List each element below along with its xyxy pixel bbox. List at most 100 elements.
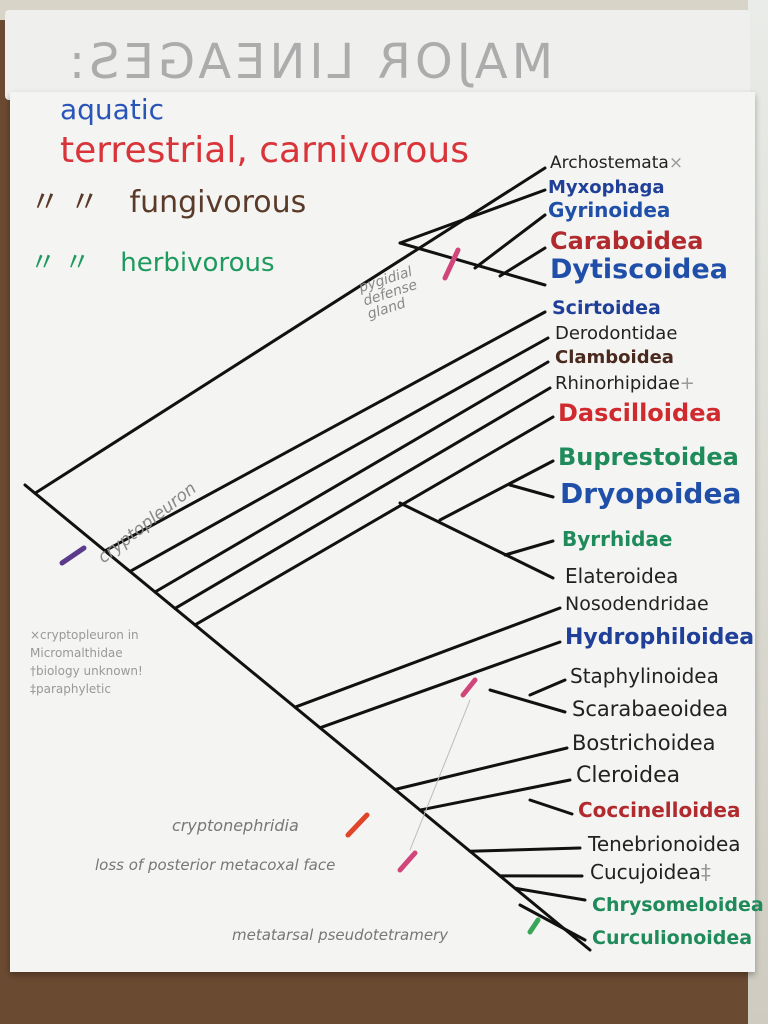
- ditto-marks: 〃 〃: [30, 248, 91, 278]
- trait-mark-pygidial-gland: [442, 247, 461, 281]
- taxon-label: Dascilloidea: [558, 401, 722, 425]
- taxon-label: Caraboidea: [550, 229, 703, 253]
- footnote: ×cryptopleuron in Micromalthidae: [30, 628, 139, 660]
- taxon-name: Dascilloidea: [558, 398, 722, 427]
- trait-mark-metacoxal-face: [397, 850, 418, 873]
- footnote: †biology unknown!: [30, 664, 143, 678]
- branch-derodontidae: [128, 336, 550, 573]
- branch-dytiscoidea: [398, 241, 547, 287]
- taxon-label: Dryopoidea: [560, 480, 741, 508]
- taxon-label: Curculionoidea: [592, 926, 753, 949]
- taxon-label: Byrrhidae: [562, 529, 672, 549]
- taxon-name: Cleroidea: [576, 762, 681, 788]
- branch-byrrhidae: [503, 539, 555, 557]
- branch-buprestoidea: [438, 459, 555, 522]
- trait-mark-clade: [460, 677, 478, 698]
- branch-scarabaeoidea: [488, 688, 567, 714]
- taxon-name: Scarabaeoidea: [572, 697, 729, 722]
- taxon-label: Archostemata×: [550, 152, 684, 173]
- taxon-label: Dytiscoidea: [550, 256, 728, 283]
- taxon-name: Coccinelloidea: [578, 798, 741, 822]
- footnotes: ×cryptopleuron in Micromalthidae †biolog…: [30, 626, 160, 698]
- taxon-name: Scirtoidea: [552, 296, 661, 319]
- taxon-name: Buprestoidea: [558, 442, 739, 471]
- taxon-name: Caraboidea: [550, 226, 704, 255]
- previous-sheet: MAJOR LINEAGES:: [5, 10, 750, 100]
- taxon-label: Cleroidea: [576, 762, 681, 788]
- branch-bostrichoidea: [393, 746, 569, 792]
- taxon-label: Derodontidae: [555, 325, 677, 343]
- taxon-label: Myxophaga: [548, 179, 665, 197]
- taxon-name: Elateroidea: [565, 564, 679, 588]
- legend-item: aquatic: [30, 96, 164, 124]
- taxon-label: Gyrinoidea: [548, 200, 670, 220]
- annotation-pseudotetramery: metatarsal pseudotetramery: [232, 926, 449, 944]
- taxon-name: Curculionoidea: [592, 926, 753, 949]
- branch-nosodendridae: [293, 606, 562, 709]
- taxon-label: Tenebrionoidea: [588, 834, 741, 854]
- taxon-label: Staphylinoidea: [570, 666, 719, 686]
- ditto-marks: 〃 〃: [30, 185, 100, 220]
- legend-label: herbivorous: [120, 248, 275, 278]
- taxon-label: Buprestoidea: [558, 445, 739, 469]
- taxon-label: Chrysomeloidea: [592, 893, 764, 916]
- taxon-label: Elateroidea: [565, 566, 678, 586]
- trait-mark-pseudotetramery: [527, 917, 541, 935]
- dashed-connector: [409, 699, 471, 851]
- taxon-label: Nosodendridae: [565, 592, 709, 615]
- taxon-label: Scirtoidea: [552, 296, 661, 319]
- taxon-name: Dryopoidea: [560, 477, 742, 511]
- taxon-name: Staphylinoidea: [570, 664, 719, 688]
- taxon-label: Coccinelloidea: [578, 800, 740, 820]
- footnote-mark: ‡: [700, 860, 711, 884]
- taxon-label: Scarabaeoidea: [572, 699, 728, 720]
- taxon-label: Cucujoidea‡: [590, 862, 711, 882]
- taxon-name: Dytiscoidea: [550, 253, 728, 285]
- taxon-name: Nosodendridae: [565, 592, 709, 615]
- taxon-name: Cucujoidea: [590, 860, 701, 884]
- flipchart-sheet: [10, 92, 755, 972]
- legend-item: terrestrial, carnivorous: [30, 133, 469, 169]
- branch-myxophaga: [398, 188, 547, 245]
- footnote: ‡paraphyletic: [30, 682, 111, 696]
- taxon-name: Myxophaga: [548, 177, 665, 199]
- taxon-label: Rhinorhipidae+: [555, 375, 695, 393]
- trait-mark-cryptonephridia: [345, 812, 370, 838]
- branch-tenebrionoidea: [468, 846, 582, 853]
- branch-caraboidea: [498, 246, 547, 278]
- branch-gyrinoidea: [473, 213, 547, 270]
- footnote-mark: ×: [668, 152, 684, 173]
- taxon-name: Rhinorhipidae: [555, 373, 680, 395]
- legend-label: aquatic: [60, 93, 164, 126]
- branch-elateroidea: [398, 501, 555, 580]
- branch-hydrophiloidea: [318, 640, 562, 730]
- taxon-name: Archostemata: [550, 152, 669, 173]
- branch-rhinorhipidae: [173, 386, 552, 610]
- trait-mark-cryptopleuron: [59, 545, 87, 566]
- taxon-name: Tenebrionoidea: [588, 832, 741, 856]
- annotation-metacoxal-face: loss of posterior metacoxal face: [95, 856, 336, 874]
- legend-label: fungivorous: [129, 185, 307, 220]
- branch-clamboidea: [153, 360, 550, 594]
- taxon-label: Clamboidea: [555, 349, 674, 367]
- taxon-name: Hydrophiloidea: [565, 624, 755, 650]
- legend-label: terrestrial, carnivorous: [60, 130, 469, 171]
- branch-dryopoidea: [508, 483, 555, 499]
- branch-staphylinoidea: [528, 678, 567, 697]
- branch-dascilloidea: [193, 415, 555, 627]
- taxon-name: Clamboidea: [555, 347, 674, 369]
- taxon-name: Bostrichoidea: [572, 731, 716, 756]
- taxon-name: Chrysomeloidea: [592, 893, 764, 916]
- legend-item: 〃 〃 fungivorous: [30, 188, 306, 218]
- branch-curculionoidea: [518, 903, 587, 942]
- branch-coccinelloidea: [528, 798, 574, 816]
- taxon-name: Gyrinoidea: [548, 198, 671, 222]
- legend-item: 〃 〃 herbivorous: [30, 250, 275, 276]
- branch-chrysomeloidea: [513, 886, 587, 902]
- tree-trunk: [23, 483, 592, 952]
- annotation-cryptonephridia: cryptonephridia: [172, 816, 299, 835]
- taxon-name: Derodontidae: [555, 323, 678, 345]
- taxon-label: Bostrichoidea: [572, 733, 716, 754]
- branch-scirtoidea: [103, 310, 547, 553]
